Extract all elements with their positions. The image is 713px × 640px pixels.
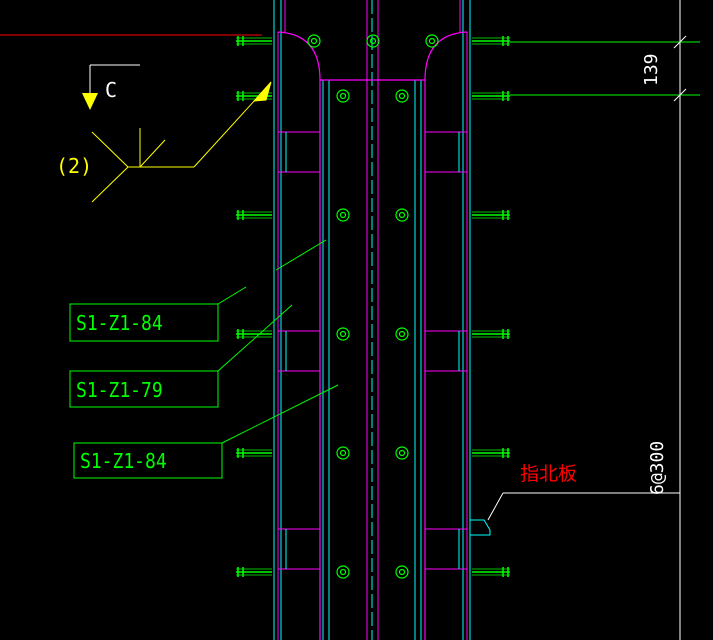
north-plate-icon [469, 519, 491, 536]
north-plate-leader [487, 492, 504, 521]
side-studs [236, 36, 510, 577]
member-label-2: S1-Z1-79 [76, 378, 163, 402]
dimension-right: 6@300 [647, 440, 668, 495]
section-number: (2) [56, 154, 93, 178]
label-leaders [69, 239, 339, 479]
u-bend-left [277, 31, 321, 640]
u-bend-right [424, 31, 468, 640]
member-label-3: S1-Z1-84 [80, 449, 167, 473]
dimension-top: 139 [641, 53, 662, 86]
north-plate-label: 指北板 [520, 463, 578, 485]
rebar-circles [307, 34, 439, 579]
section-marker [82, 64, 140, 110]
weld-symbol [91, 81, 272, 203]
section-arrow-icon [82, 93, 98, 110]
anchor-blocks [277, 131, 468, 570]
dimension-tick [673, 88, 687, 102]
dimension-tick [673, 35, 687, 49]
section-letter: C [105, 78, 118, 102]
member-label-1: S1-Z1-84 [76, 311, 163, 335]
leader-arrow-icon [252, 81, 272, 102]
